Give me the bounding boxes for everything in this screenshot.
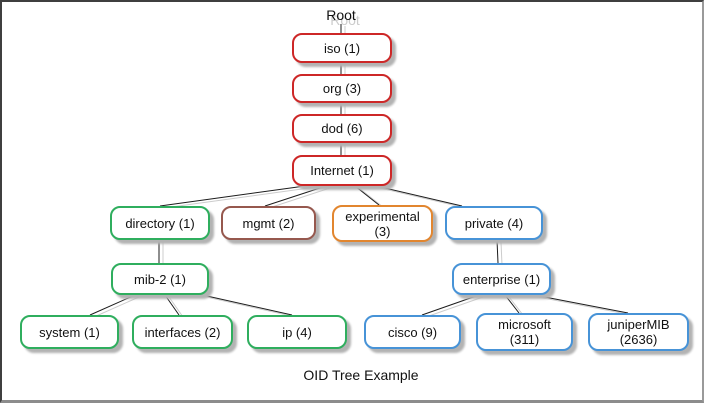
node-directory: directory (1) [110,206,210,240]
node-interfaces: interfaces (2) [132,315,233,349]
node-junipermib: juniperMIB (2636) [588,313,689,351]
diagram-caption: OID Tree Example [303,367,419,383]
node-internet: Internet (1) [292,155,392,186]
node-enterprise: enterprise (1) [452,263,551,295]
node-cisco: cisco (9) [364,315,461,349]
node-system: system (1) [20,315,119,349]
root-label: Root [326,7,356,23]
node-dod: dod (6) [292,114,392,143]
node-org: org (3) [292,74,392,103]
node-iso: iso (1) [292,33,392,63]
node-mgmt: mgmt (2) [221,206,316,240]
node-microsoft: microsoft (311) [476,313,573,351]
node-private: private (4) [445,206,543,240]
node-mib-2: mib-2 (1) [111,263,209,295]
node-ip: ip (4) [247,315,347,349]
node-experimental: experimental (3) [332,205,433,242]
